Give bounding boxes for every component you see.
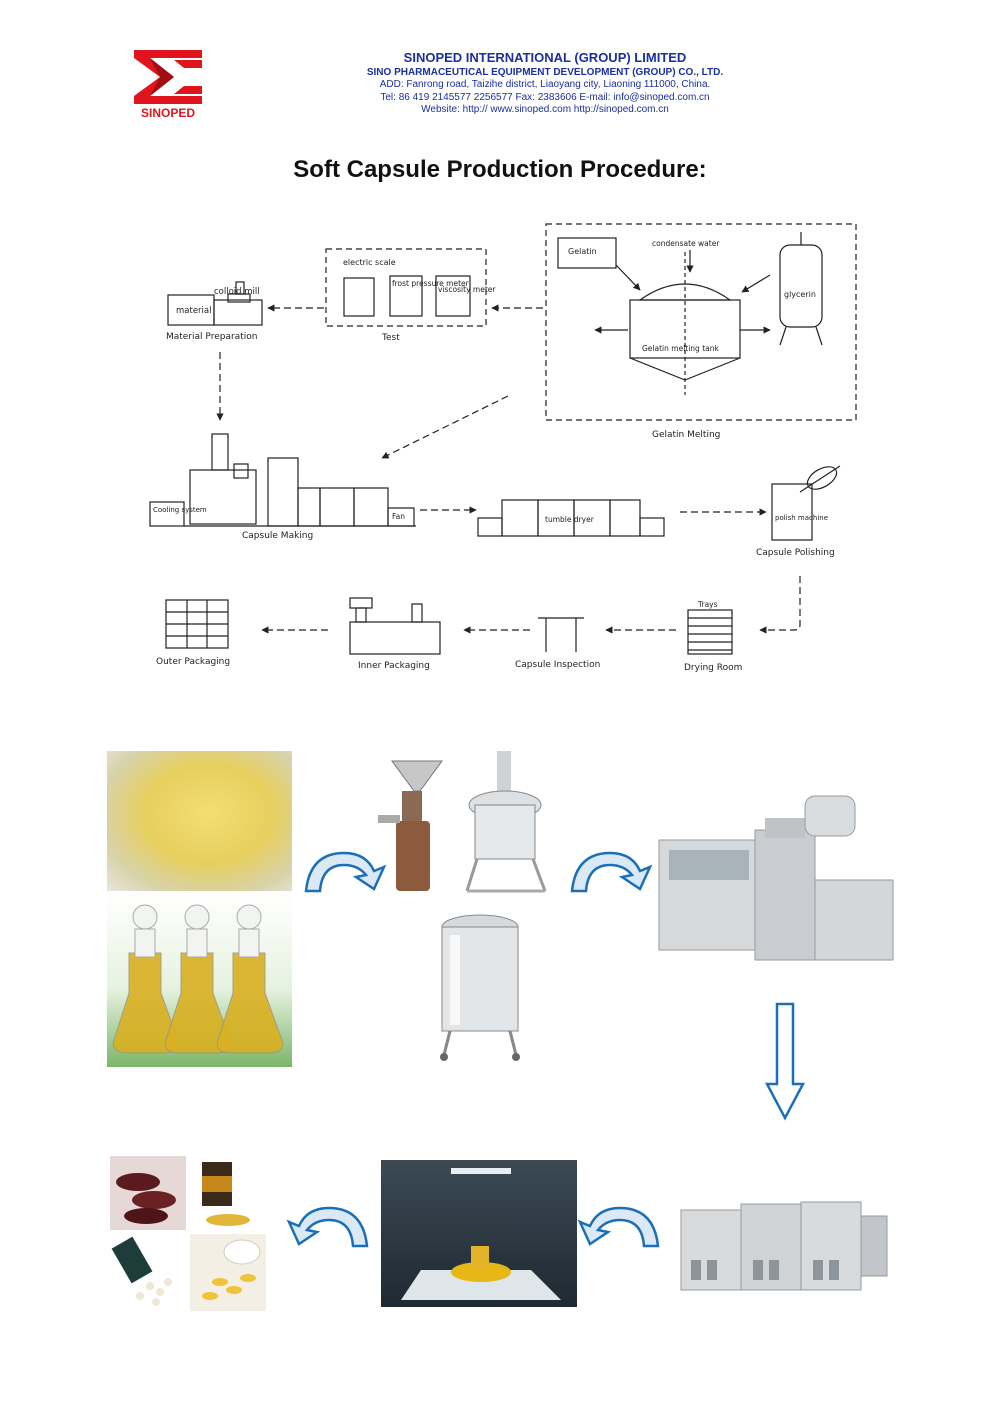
tumble-dryer-group xyxy=(477,499,665,537)
outer-packaging-label: Outer Packaging xyxy=(156,657,230,667)
company-name: SINOPED INTERNATIONAL (GROUP) LIMITED xyxy=(403,50,687,65)
tumble-dryer-photo xyxy=(677,1180,892,1315)
process-diagram: colloid mill material Material Preparati… xyxy=(149,223,857,673)
curved-arrow-icon xyxy=(286,1206,369,1248)
inner-packaging-label: Inner Packaging xyxy=(358,661,430,671)
frost-pressure-meter-label: frost pressure meter xyxy=(392,279,470,288)
gelatin-label: Gelatin xyxy=(568,247,597,256)
capsule-making-group xyxy=(149,433,416,527)
cooling-system-label: Cooling system xyxy=(153,506,207,514)
polish-machine-label: polish machine xyxy=(775,514,828,522)
capsule-polishing-label: Capsule Polishing xyxy=(756,548,835,558)
colloid-mill-label: colloid mill xyxy=(214,287,260,297)
website-line: Website: http:// www.sinoped.com http://… xyxy=(421,104,669,115)
drying-room-group xyxy=(687,609,733,655)
colloid-mill-photo xyxy=(372,755,447,895)
capsule-inspection-label: Capsule Inspection xyxy=(515,660,600,670)
address-line: ADD: Fanrong road, Taizihe district, Lia… xyxy=(379,79,711,90)
curved-arrow-icon xyxy=(577,1206,660,1248)
electric-scale-label: electric scale xyxy=(343,258,396,267)
subsidiary-name: SINO PHARMACEUTICAL EQUIPMENT DEVELOPMEN… xyxy=(366,67,724,78)
gelatin-granules-photo xyxy=(107,751,292,891)
material-preparation-label: Material Preparation xyxy=(166,332,257,342)
inner-packaging-group xyxy=(349,597,441,655)
oil-flasks-photo xyxy=(107,893,292,1067)
letterhead: SINOPED INTERNATIONAL (GROUP) LIMITED SI… xyxy=(330,50,760,117)
encapsulation-machine-photo xyxy=(655,790,895,990)
trays-label: Trays xyxy=(697,600,718,609)
finished-capsules-photo xyxy=(110,1156,266,1311)
curved-arrow-icon xyxy=(570,851,653,893)
glycerin-label: glycerin xyxy=(784,290,816,299)
fan-label: Fan xyxy=(392,512,405,521)
storage-tank-photo xyxy=(430,905,530,1065)
test-box xyxy=(325,248,487,327)
gelatin-melting-tank-label: Gelatin melting tank xyxy=(642,344,719,353)
drying-room-photo xyxy=(381,1160,577,1307)
melting-tank-photo xyxy=(449,745,562,895)
capsule-making-label: Capsule Making xyxy=(242,531,313,541)
logo-text: SINOPED xyxy=(140,106,195,120)
company-logo xyxy=(130,48,206,106)
gelatin-melting-label: Gelatin Melting xyxy=(652,430,720,440)
viscosity-meter-label: viscosity meter xyxy=(438,285,496,294)
page-title: Soft Capsule Production Procedure: xyxy=(293,156,707,183)
outer-packaging-grid xyxy=(165,599,229,649)
contact-line: Tel: 86 419 2145577 2256577 Fax: 2383606… xyxy=(380,91,710,103)
condensate-water-label: condensate water xyxy=(652,239,720,248)
material-preparation-group xyxy=(167,281,263,326)
tumble-dryer-label: tumble dryer xyxy=(545,515,595,524)
drying-room-label: Drying Room xyxy=(684,663,742,673)
inspection-table xyxy=(538,617,584,652)
down-arrow-icon xyxy=(765,1002,805,1121)
material-label: material xyxy=(176,306,211,316)
gelatin-melting-box xyxy=(545,223,857,421)
polish-machine-box xyxy=(771,483,813,541)
curved-arrow-icon xyxy=(304,851,387,893)
test-label: Test xyxy=(381,333,400,343)
